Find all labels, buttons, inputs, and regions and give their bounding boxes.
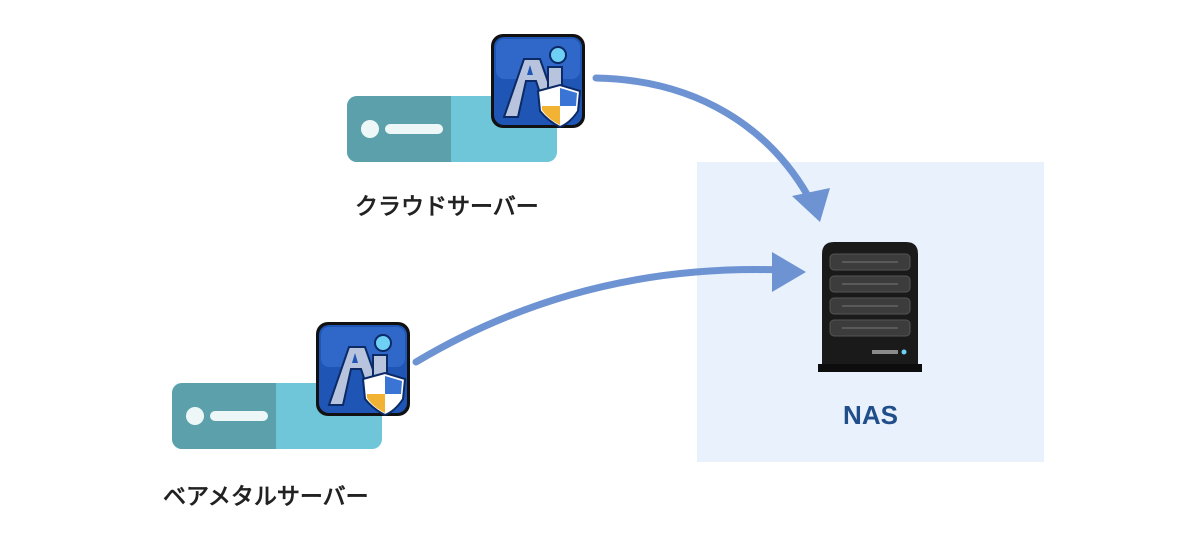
edge-baremetal-to-nas-arrowhead — [772, 252, 806, 292]
ai-shield-app-icon — [491, 34, 585, 129]
baremetal-server-label: ベアメタルサーバー — [163, 484, 369, 510]
nas-label: NAS — [843, 400, 898, 430]
nas-rack-icon — [818, 242, 922, 372]
edge-cloud-to-nas-arrowhead — [792, 188, 830, 222]
cloud-server-label: クラウドサーバー — [355, 194, 539, 220]
edge-baremetal-to-nas — [412, 266, 786, 366]
ai-shield-app-icon — [316, 322, 410, 417]
edge-cloud-to-nas — [592, 74, 812, 200]
